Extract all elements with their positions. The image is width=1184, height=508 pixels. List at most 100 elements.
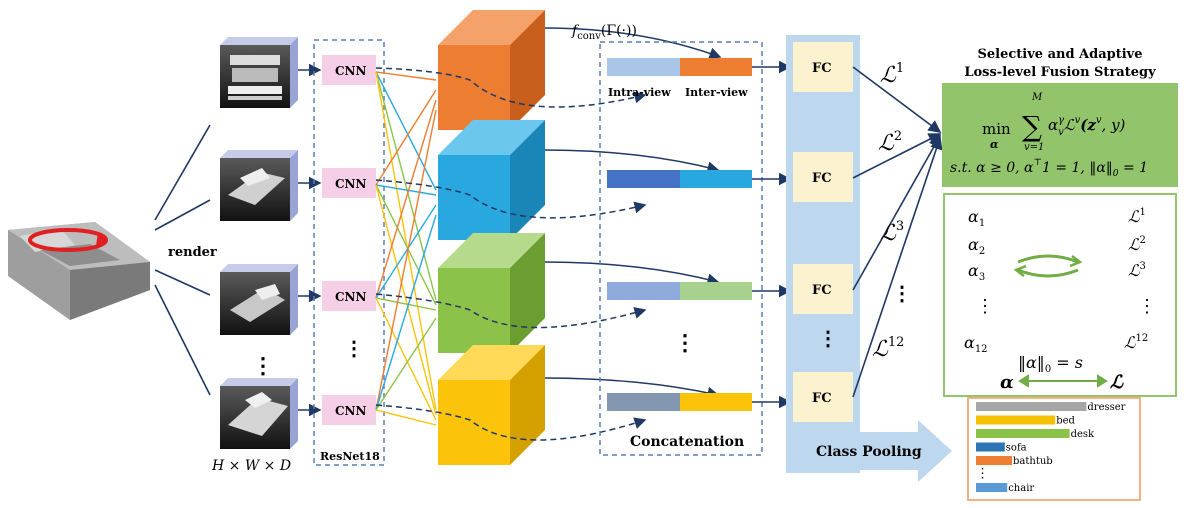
strategy-title-line-1: Selective and Adaptive [977,47,1142,62]
class-label: dresser [1087,402,1125,413]
inter-vector-1 [680,58,752,76]
loss-label-12: ℒ12 [872,335,904,362]
inter-view-label: Inter-view [685,86,748,99]
cnn-block-4 [322,395,376,425]
class-bar-dresser [976,402,1087,411]
fconv-label: fconv(Γ(·)) [571,23,637,42]
class-bar-bed [976,415,1056,425]
rendered-views: ⋮ H × W × D [211,37,298,474]
concatenation-group [599,41,763,456]
objective-sum: ∑ [1022,110,1042,143]
fc-blocks: FC FC FC ⋮ FC [793,42,853,422]
view-image-4 [220,378,298,449]
fc-block-4 [793,372,853,422]
inter-vector-4 [680,393,752,411]
view-image-3 [220,264,298,335]
objective-sum-top: M [1031,92,1043,103]
class-label: ⋮ [976,467,989,482]
cnn-label-4: CNN [335,404,367,418]
alpha-symbol: α [1000,372,1014,393]
view-image-2 [220,150,298,221]
objective-sum-bottom: v=1 [1024,142,1044,153]
objective-min-sub: α [990,138,999,151]
intra-view-label: Intra-view [608,86,671,99]
feature-cube-orange [438,10,545,130]
cnn-block-1 [322,55,376,85]
intra-vector-3 [607,282,680,300]
feature-cube-blue [438,120,545,240]
class-bar-desk [976,429,1070,438]
cnn-blocks: CNN CNN CNN ⋮ CNN [322,55,376,425]
fc-label-1: FC [812,61,832,76]
concatenation-label: Concatenation [630,434,744,450]
fc-block-1 [793,42,853,92]
alpha-column: α1 α2 α3 ⋮ α12 [964,207,994,355]
feature-cube-yellow [438,345,545,465]
objective-min: min [982,120,1011,138]
sparsity-constraint: ‖α‖0 = s [1018,353,1083,375]
class-bar-sofa [976,442,1005,452]
cross-view-connections [375,71,437,426]
loss-label-2: ℒ2 [878,129,902,156]
class-label: desk [1071,429,1095,440]
feature-cube-green [438,233,545,353]
class-label: bathtub [1013,456,1053,467]
inter-view-arrows [544,27,722,399]
class-label: sofa [1006,443,1027,454]
loss-arrows [852,66,943,398]
concat-vdots: ⋮ [674,330,696,356]
cnn-label-1: CNN [335,64,367,78]
fusion-objective-box [942,83,1178,187]
fc-vdots: ⋮ [818,326,838,350]
loss-label-1: ℒ1 [880,61,904,88]
intra-vector-4 [607,393,680,411]
views-vdots: ⋮ [252,353,274,379]
resnet18-group [313,39,385,466]
render-lines [154,124,211,396]
resnet18-label: ResNet18 [320,450,380,463]
alpha-3: α3 [968,261,985,283]
adaptive-loss-3: ℒ3 [1128,261,1146,280]
class-prediction-bars: dresser bed desk sofa bathtub ⋮ chair [976,402,1126,494]
feature-cubes [438,10,545,465]
class-pooling-label: Class Pooling [816,444,922,460]
fc-label-3: FC [812,283,832,298]
cnn-vdots: ⋮ [344,336,364,360]
strategy-title-line-2: Loss-level Fusion Strategy [964,65,1156,80]
adaptive-selection-box [943,193,1177,397]
inter-vector-2 [680,170,752,188]
class-label: bed [1056,416,1075,427]
alpha-1: α1 [968,207,985,229]
cnn-block-2 [322,168,376,198]
cycle-icon [1013,254,1083,278]
adaptive-loss-1: ℒ1 [1128,207,1146,226]
view-to-cnn-arrows [298,63,322,417]
objective-constraint: s.t. α ≥ 0, α⊤1 = 1, ‖α‖0 = 1 [950,158,1148,179]
fc-label-4: FC [812,391,832,406]
loss-vdots: ⋮ [892,281,912,305]
render-label: render [168,245,217,260]
cnn-block-3 [322,281,376,311]
adaptive-loss-vdots: ⋮ [1138,296,1156,317]
loss-column: ℒ1 ℒ2 ℒ3 ⋮ ℒ12 [1124,207,1156,352]
fc-block-2 [793,152,853,202]
alpha-vdots: ⋮ [976,296,994,317]
class-bar-chair [976,483,1008,492]
fc-block-3 [793,264,853,314]
class-label: chair [1008,483,1034,494]
intra-view-dashed-arrows [375,67,647,441]
concat-vectors: ⋮ [607,58,752,411]
loss-symbol: ℒ [1110,372,1124,393]
cnn-label-2: CNN [335,177,367,191]
class-pooling-arrow [786,420,952,482]
fc-label-2: FC [812,171,832,186]
intra-vector-2 [607,170,680,188]
adaptive-loss-2: ℒ2 [1128,235,1146,254]
inter-vector-3 [680,282,752,300]
view-dims-label: H × W × D [211,458,291,474]
alpha-2: α2 [968,235,985,257]
alpha-loss-double-arrow [1018,374,1108,388]
class-bar-bathtub [976,456,1012,465]
